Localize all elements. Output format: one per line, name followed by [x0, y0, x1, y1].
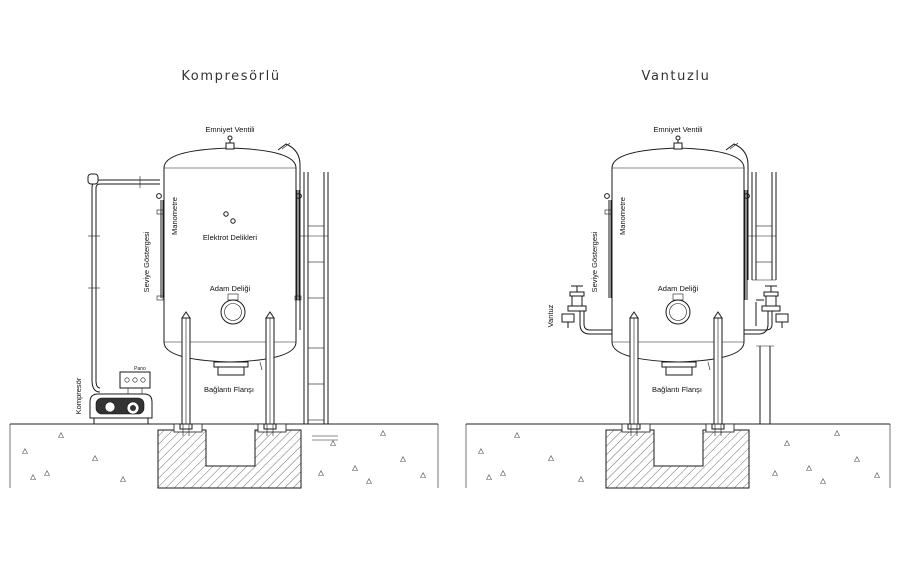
left-label-pano: Pano	[134, 366, 146, 372]
left-label-adam-deligi: Adam Deliği	[210, 284, 251, 293]
vantuz-assembly	[561, 285, 789, 335]
left-title: Kompresörlü	[181, 69, 280, 84]
right-label-manometre: Manometre	[618, 197, 627, 235]
left-compressor-pipe	[87, 173, 160, 393]
right-label-seviye-gostergesi: Seviye Göstergesi	[590, 231, 599, 292]
compressor-unit	[89, 371, 153, 425]
right-label-emniyet-ventili: Emniyet Ventili	[653, 125, 703, 134]
right-panel: Vantuzlu	[465, 69, 891, 489]
left-label-manometre: Manometre	[170, 197, 179, 235]
right-title: Vantuzlu	[642, 69, 711, 84]
left-panel: Kompresörlü	[9, 69, 439, 489]
right-label-baglanti-flansi: Bağlantı Flanşı	[652, 385, 702, 394]
left-ladder	[300, 172, 338, 441]
left-label-seviye-gostergesi: Seviye Göstergesi	[142, 231, 151, 292]
left-tank	[156, 135, 302, 436]
left-label-baglanti-flansi: Bağlantı Flanşı	[204, 385, 254, 394]
right-ladder	[748, 172, 777, 424]
right-label-adam-deligi: Adam Deliği	[658, 284, 699, 293]
left-label-elektrot-delikleri: Elektrot Delikleri	[203, 233, 258, 242]
left-label-kompresor: Kompresör	[74, 377, 83, 414]
right-label-vantuz: Vantuz	[546, 304, 555, 327]
right-tank	[604, 135, 750, 436]
left-label-emniyet-ventili: Emniyet Ventili	[205, 125, 255, 134]
